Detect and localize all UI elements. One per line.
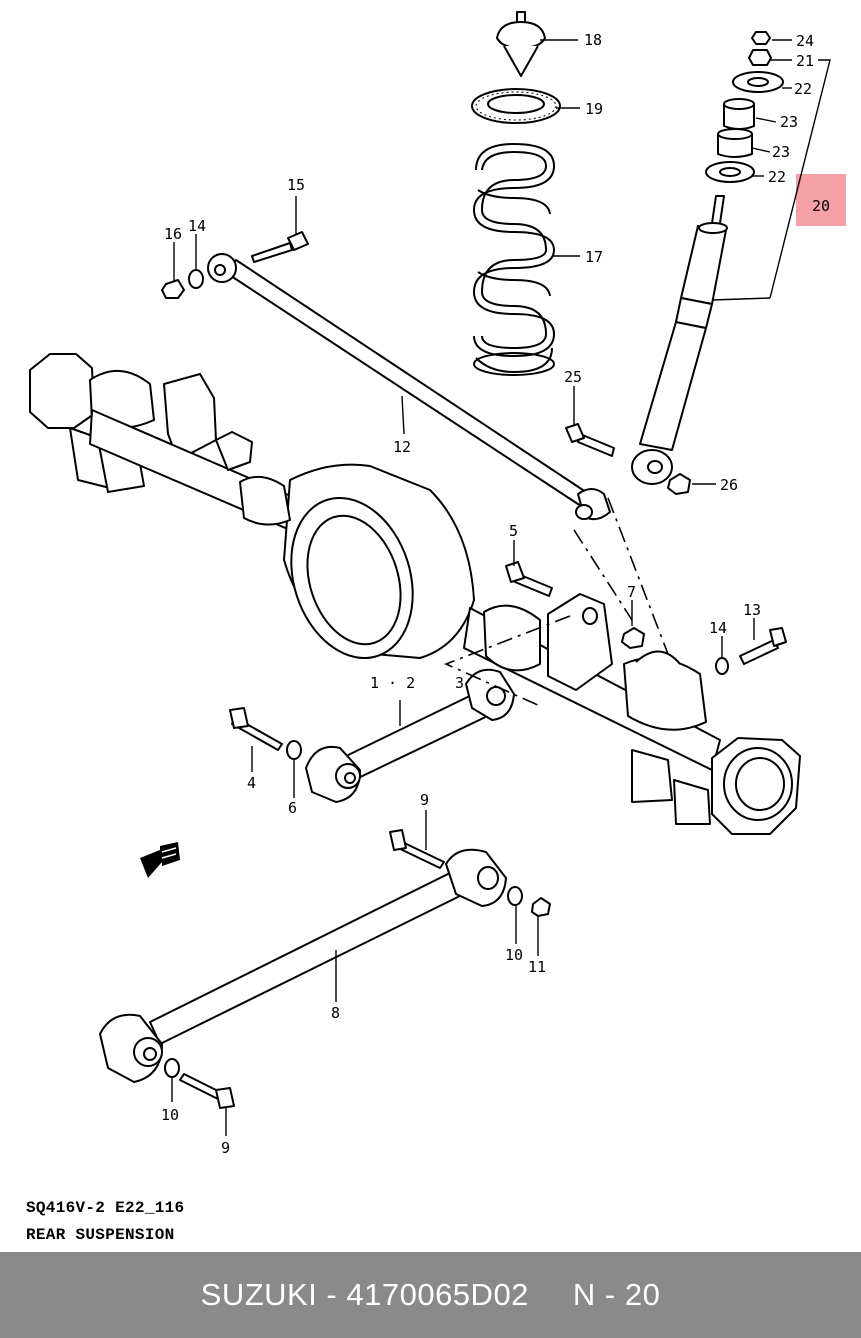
callout-21: 21	[796, 52, 814, 70]
callout-9-top: 9	[420, 791, 429, 809]
bolts	[179, 231, 787, 1109]
nuts-washers	[161, 269, 729, 1078]
lateral-rod-part	[207, 253, 611, 521]
callout-8: 8	[331, 1004, 340, 1022]
axle-housing-part	[29, 353, 801, 835]
shock-absorber-part	[631, 195, 728, 485]
callout-labels: 18 19 17 24 21 22 23 23 22 20 15 16 14 1…	[161, 31, 830, 1157]
callout-5: 5	[509, 522, 518, 540]
footer-position: N - 20	[572, 1277, 661, 1312]
footer-brand-part: SUZUKI - 4170065D02	[200, 1277, 529, 1312]
diagram-title: REAR SUSPENSION	[26, 1226, 175, 1244]
coil-spring-part	[472, 142, 556, 376]
callout-23-bottom: 23	[772, 143, 790, 161]
callout-6: 6	[288, 799, 297, 817]
callout-22-bottom: 22	[768, 168, 786, 186]
leader-lines	[171, 39, 792, 1136]
callout-3: 3	[455, 674, 464, 692]
callout-13: 13	[743, 601, 761, 619]
callout-10-left: 10	[161, 1106, 179, 1124]
shock-mount-stack	[705, 31, 784, 183]
lower-trailing-arm-part	[99, 848, 507, 1083]
callout-23-top: 23	[780, 113, 798, 131]
callout-19: 19	[585, 100, 603, 118]
callout-24: 24	[796, 32, 814, 50]
callout-11: 11	[528, 958, 546, 976]
callout-14-left: 14	[188, 217, 206, 235]
diagram-code: SQ416V-2 E22_116	[26, 1199, 185, 1217]
callout-4: 4	[247, 774, 256, 792]
forward-arrow-icon	[140, 842, 180, 878]
callout-20: 20	[812, 197, 830, 215]
callout-15: 15	[287, 176, 305, 194]
callout-18: 18	[584, 31, 602, 49]
callout-17: 17	[585, 248, 603, 266]
rear-suspension-diagram: 18 19 17 24 21 22 23 23 22 20 15 16 14 1…	[29, 11, 846, 1157]
callout-7: 7	[627, 583, 636, 601]
highlight-box-20	[796, 174, 846, 226]
spring-seat-part	[471, 88, 561, 124]
bump-stopper-part	[496, 11, 546, 77]
callout-25: 25	[564, 368, 582, 386]
callout-26: 26	[720, 476, 738, 494]
callout-16: 16	[164, 225, 182, 243]
callout-12: 12	[393, 438, 411, 456]
callout-1-2: 1 · 2	[370, 674, 415, 692]
footer-bar: SUZUKI - 4170065D02 N - 20	[0, 1252, 861, 1338]
callout-22-top: 22	[794, 80, 812, 98]
callout-9-bottom: 9	[221, 1139, 230, 1157]
callout-14-right: 14	[709, 619, 727, 637]
callout-10-right: 10	[505, 946, 523, 964]
